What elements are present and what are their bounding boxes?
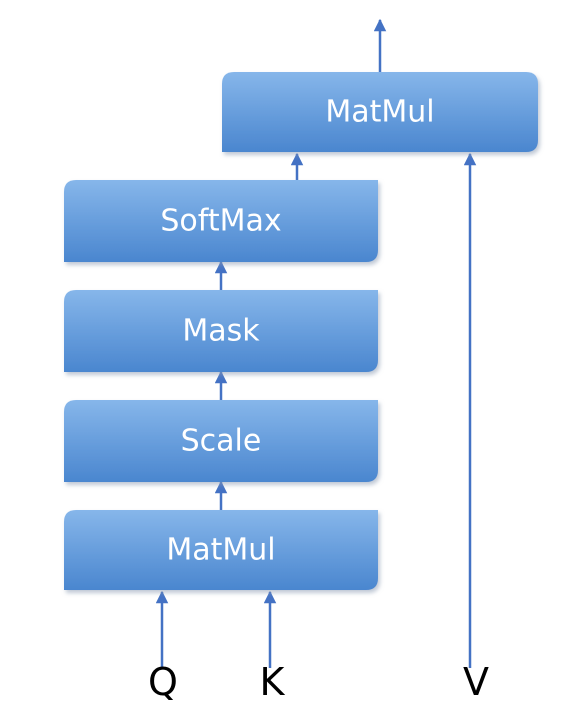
input-k-label: K <box>260 660 286 704</box>
block-softmax-shape <box>64 180 378 262</box>
block-scale: Scale <box>64 400 378 482</box>
block-matmul-top-shape <box>222 72 538 152</box>
block-matmul-bottom-label: MatMul <box>166 533 275 568</box>
block-matmul-top: MatMul <box>222 72 538 152</box>
block-mask-label: Mask <box>182 314 260 349</box>
block-matmul-bottom-shape <box>64 510 378 590</box>
block-scale-label: Scale <box>181 424 262 459</box>
block-mask-shape <box>64 290 378 372</box>
block-matmul-bottom: MatMul <box>64 510 378 590</box>
block-matmul-top-label: MatMul <box>325 95 434 130</box>
block-softmax: SoftMax <box>64 180 378 262</box>
input-v-label: V <box>463 660 489 704</box>
block-softmax-label: SoftMax <box>160 204 281 239</box>
input-q-label: Q <box>148 660 178 704</box>
block-scale-shape <box>64 400 378 482</box>
block-mask: Mask <box>64 290 378 372</box>
